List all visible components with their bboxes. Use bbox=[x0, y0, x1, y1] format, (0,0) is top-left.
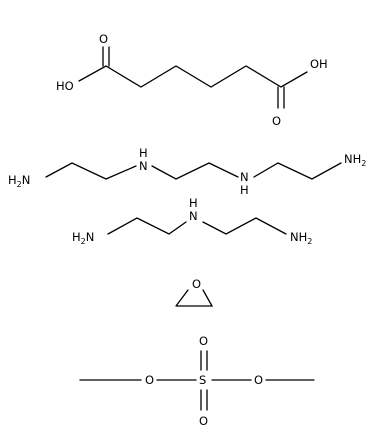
di-chain-right bbox=[202, 217, 287, 235]
epoxide-ring bbox=[175, 289, 214, 307]
adipic-acid-structure: HO OH O O bbox=[56, 32, 328, 128]
secondary-amine-h: H bbox=[189, 196, 198, 210]
tri-chain-middle bbox=[151, 162, 239, 180]
carbonyl-oxygen-left: O bbox=[99, 32, 108, 46]
diethylenetriamine-structure: H2N H N NH2 bbox=[72, 196, 312, 246]
secondary-amine-2-h: H bbox=[240, 183, 249, 197]
amine-label-right: NH2 bbox=[344, 152, 366, 168]
hydroxyl-label-left: HO bbox=[56, 79, 74, 93]
di-chain-left bbox=[107, 217, 187, 235]
amine-label-right: NH2 bbox=[290, 230, 312, 246]
tri-chain-left bbox=[45, 162, 137, 180]
secondary-amine-1-n: N bbox=[139, 159, 148, 173]
secondary-amine-n: N bbox=[189, 209, 198, 223]
tri-chain-right bbox=[253, 162, 342, 180]
oxirane-structure: O bbox=[175, 277, 214, 307]
ester-oxygen-right: O bbox=[254, 373, 263, 387]
triethylenetetramine-structure: H2N H N N H NH2 bbox=[8, 146, 366, 197]
amine-label-left: H2N bbox=[72, 230, 94, 246]
sulfonyl-oxygen-top: O bbox=[199, 334, 208, 348]
secondary-amine-2-n: N bbox=[240, 170, 249, 184]
sulfur-atom-label: S bbox=[199, 373, 206, 387]
ester-oxygen-left: O bbox=[145, 373, 154, 387]
dimethyl-sulfate-structure: O S O O O bbox=[79, 334, 315, 428]
carbonyl-oxygen-right: O bbox=[272, 114, 281, 128]
secondary-amine-1-h: H bbox=[139, 146, 148, 160]
epoxide-oxygen-label: O bbox=[192, 277, 201, 291]
sulfonyl-oxygen-bottom: O bbox=[199, 414, 208, 428]
adipic-acid-chain bbox=[78, 65, 308, 88]
hydroxyl-label-right: OH bbox=[310, 57, 328, 71]
amine-label-left: H2N bbox=[8, 173, 30, 189]
